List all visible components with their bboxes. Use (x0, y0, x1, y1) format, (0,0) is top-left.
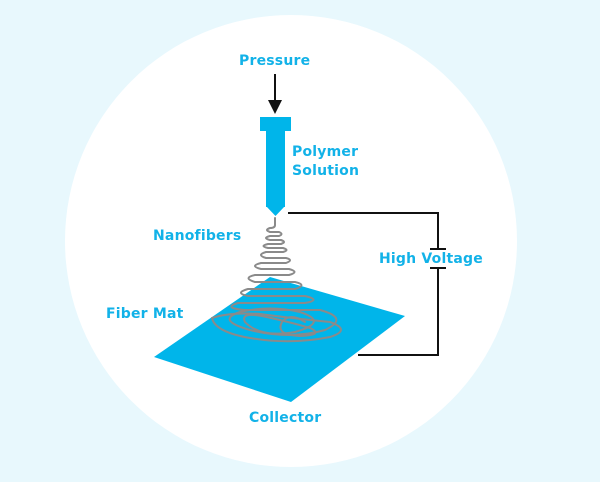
label-high-voltage: High Voltage (379, 251, 483, 267)
label-pressure: Pressure (239, 53, 311, 69)
label-polymer-solution-line2: Solution (292, 163, 360, 179)
high-voltage-circuit (288, 212, 446, 356)
pressure-arrow-icon (268, 74, 282, 114)
syringe-nozzle (260, 117, 291, 216)
label-collector: Collector (249, 410, 322, 426)
label-fiber-mat: Fiber Mat (106, 306, 184, 322)
label-nanofibers: Nanofibers (153, 228, 242, 244)
nanofiber-spiral (211, 217, 342, 343)
label-polymer-solution-line1: Polymer (292, 144, 359, 160)
collector-plate (154, 277, 405, 402)
